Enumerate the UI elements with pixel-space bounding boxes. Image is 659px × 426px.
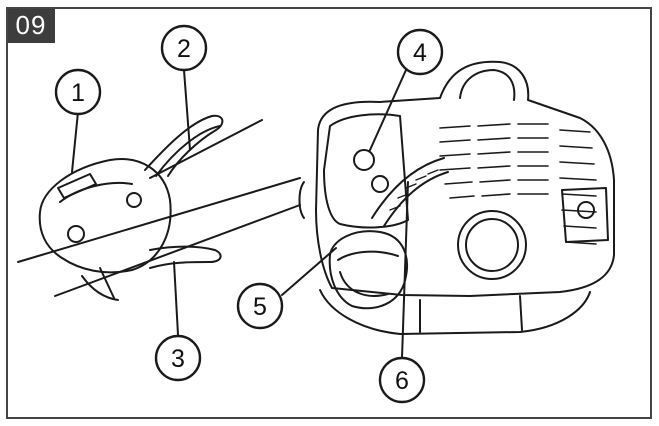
leader-5 [281, 247, 337, 296]
leader-1 [71, 111, 79, 173]
callout-label-4: 4 [413, 39, 427, 67]
leader-4 [369, 69, 407, 151]
callout-circle-5 [236, 282, 284, 330]
callout-circle-1 [54, 68, 102, 116]
leader-6 [401, 181, 409, 359]
callout-leaders [71, 69, 409, 359]
callout-label-2: 2 [177, 35, 191, 63]
callout-circle-6 [378, 356, 426, 404]
callout-label-1: 1 [71, 79, 85, 107]
step-number-badge: 09 [7, 8, 55, 43]
callout-label-3: 3 [171, 345, 185, 373]
leader-3 [173, 261, 179, 336]
figure-border [6, 7, 652, 419]
callout-label-6: 6 [395, 367, 409, 395]
callout-circle-2 [160, 24, 208, 72]
throttle-grip-drawing [17, 114, 301, 301]
callout-circle-3 [154, 334, 202, 382]
callout-label-5: 5 [253, 293, 267, 321]
leader-2 [183, 69, 191, 151]
callout-circle-4 [396, 28, 444, 76]
engine-drawing [298, 60, 615, 335]
